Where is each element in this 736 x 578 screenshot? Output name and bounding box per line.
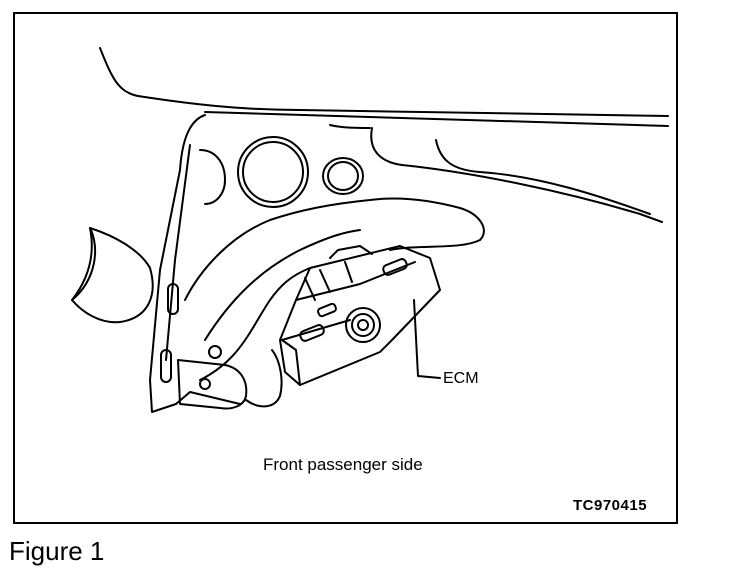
- dash-panel-edge: [329, 124, 371, 129]
- drawing-code: TC970415: [573, 497, 648, 514]
- kick-panel-outer: [149, 114, 241, 413]
- figure-frame: [13, 12, 678, 524]
- ecm-callout-label: ECM: [443, 370, 479, 387]
- mount-bracket-2: [204, 229, 361, 341]
- dash-lower-contour: [370, 127, 663, 223]
- duct-opening-large-inner: [242, 141, 304, 203]
- dash-trim-line: [435, 139, 651, 215]
- ecm-leader-line: [413, 299, 441, 379]
- lower-bracket: [177, 359, 248, 410]
- left-opening: [199, 149, 226, 205]
- ecm-unit: [279, 245, 441, 386]
- diagram-caption: Front passenger side: [263, 455, 423, 474]
- duct-opening-small-inner: [327, 161, 359, 191]
- pillar-slot-2: [160, 349, 172, 383]
- lower-panel-curve: [245, 349, 283, 408]
- mount-bracket-3: [199, 267, 311, 381]
- duct-opening-small: [322, 157, 364, 195]
- duct-tube: [71, 227, 154, 324]
- figure-title: Figure 1: [9, 536, 105, 566]
- pillar-slot-1: [167, 283, 179, 315]
- duct-tube-rim: [71, 227, 97, 301]
- bracket-hole: [199, 378, 211, 390]
- bracket-bolt: [208, 345, 222, 359]
- kick-panel-inner: [165, 144, 191, 361]
- mount-bracket: [184, 197, 485, 301]
- dash-top-edge-2: [204, 111, 669, 127]
- dash-top-edge: [99, 47, 669, 117]
- duct-opening-large: [237, 136, 309, 208]
